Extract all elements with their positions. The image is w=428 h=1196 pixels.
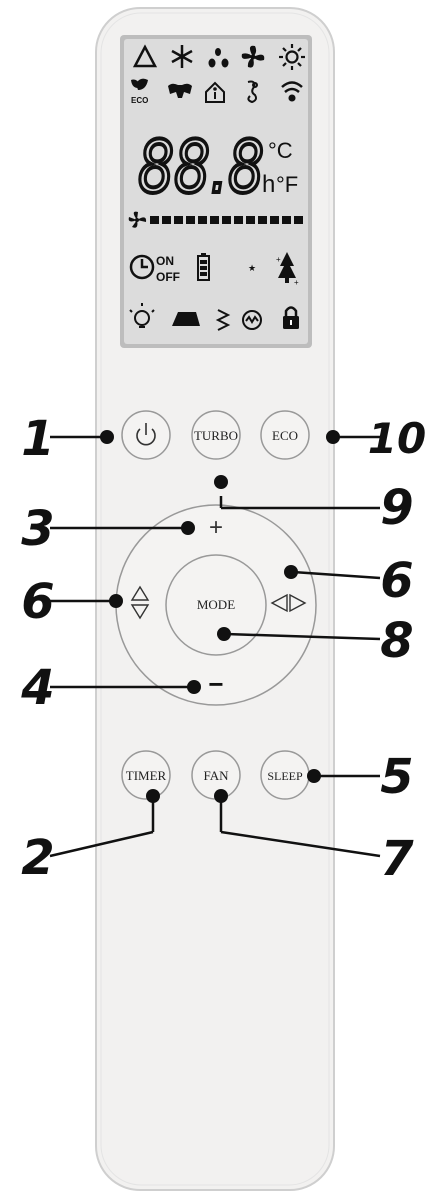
fan-speed-segment — [222, 216, 231, 224]
fan-speed-segment — [294, 216, 303, 224]
horizontal-swing-button[interactable] — [270, 593, 307, 613]
remote-body-inner — [100, 12, 330, 1186]
callout-1: 1 — [21, 411, 54, 467]
callout-9: 9 — [380, 480, 413, 536]
unit-fahrenheit: °F — [276, 172, 298, 197]
ionizer-icon — [242, 310, 262, 330]
plasma-tree-icon: ++ — [276, 252, 299, 287]
sleep-button-label: SLEEP — [267, 769, 303, 783]
fan-icon — [241, 45, 265, 68]
fan-speed-segment — [162, 216, 171, 224]
timer-button-label: TIMER — [126, 768, 167, 783]
fan-speed-segment — [282, 216, 291, 224]
lock-icon — [283, 306, 299, 329]
wifi-icon — [281, 81, 303, 102]
fan-speed-segment — [198, 216, 207, 224]
i-feel-icon — [205, 81, 225, 103]
callout-2: 2 — [21, 830, 54, 886]
mode-button[interactable]: MODE — [165, 554, 267, 656]
fan-speed-segment — [210, 216, 219, 224]
swing-icon — [172, 312, 200, 326]
fan-speed-segment — [150, 216, 159, 224]
auto-mode-icon — [132, 44, 158, 68]
heat-sun-icon — [279, 44, 305, 70]
turbo-button-label: TURBO — [194, 428, 238, 443]
temp-down-button[interactable]: − — [208, 669, 223, 699]
callout-6-left: 6 — [21, 574, 54, 630]
sleep-moon-icon: ★ — [231, 255, 256, 282]
right-arrow-icon — [289, 593, 307, 613]
svg-text:+: + — [276, 255, 281, 264]
power-icon — [136, 428, 156, 446]
eco-button-label: ECO — [272, 428, 298, 443]
svg-text:★: ★ — [248, 263, 256, 273]
power-button[interactable] — [121, 410, 171, 460]
svg-text:ECO: ECO — [131, 96, 148, 105]
dry-drops-icon — [208, 48, 229, 68]
fan-speed-segment — [270, 216, 279, 224]
temperature-digits: 88.8 — [138, 125, 264, 209]
plus-symbol: + — [209, 514, 223, 541]
left-arrow-icon — [270, 593, 288, 613]
mode-button-label: MODE — [197, 597, 235, 612]
turbo-icon — [168, 83, 192, 98]
health-icon — [247, 80, 258, 104]
callout-5: 5 — [380, 749, 413, 805]
fan-speed-segment — [186, 216, 195, 224]
up-arrow-icon — [130, 585, 150, 601]
callout-leaders — [49, 430, 381, 858]
cool-snowflake-icon — [171, 45, 193, 68]
fan-speed-segment — [234, 216, 243, 224]
timer-off-label: OFF — [156, 270, 180, 284]
fan-speed-segment — [258, 216, 267, 224]
timer-clock-icon — [129, 254, 155, 280]
eco-button[interactable]: ECO — [260, 410, 310, 460]
minus-symbol: − — [208, 669, 223, 699]
svg-text:+: + — [294, 278, 299, 287]
callout-6-right: 6 — [380, 553, 413, 609]
fan-speed-segment — [174, 216, 183, 224]
eco-leaf-icon: ECO — [131, 78, 148, 105]
fan-speed-icon — [128, 211, 147, 228]
turbo-button[interactable]: TURBO — [191, 410, 241, 460]
fan-speed-segment — [246, 216, 255, 224]
timer-button[interactable]: TIMER — [121, 750, 171, 800]
fan-button-label: FAN — [203, 768, 229, 783]
callout-7: 7 — [380, 831, 414, 887]
lcd-display: ECO 88.8 °C h °F ON OFF — [120, 35, 312, 348]
timer-on-label: ON — [156, 254, 174, 268]
vertical-swing-icon — [215, 309, 231, 331]
down-arrow-icon — [130, 604, 150, 620]
unit-celsius: °C — [268, 138, 293, 163]
vertical-swing-button[interactable] — [130, 585, 150, 620]
sleep-button[interactable]: SLEEP — [260, 750, 310, 800]
fan-speed-bar — [150, 216, 303, 224]
temp-up-button[interactable]: + — [209, 514, 223, 541]
battery-icon — [197, 253, 210, 281]
callout-10: 10 — [368, 414, 426, 463]
unit-hour: h — [262, 171, 275, 198]
callout-4: 4 — [20, 660, 54, 716]
callout-8: 8 — [380, 613, 413, 669]
callout-3: 3 — [21, 501, 54, 557]
light-bulb-icon — [129, 303, 155, 328]
